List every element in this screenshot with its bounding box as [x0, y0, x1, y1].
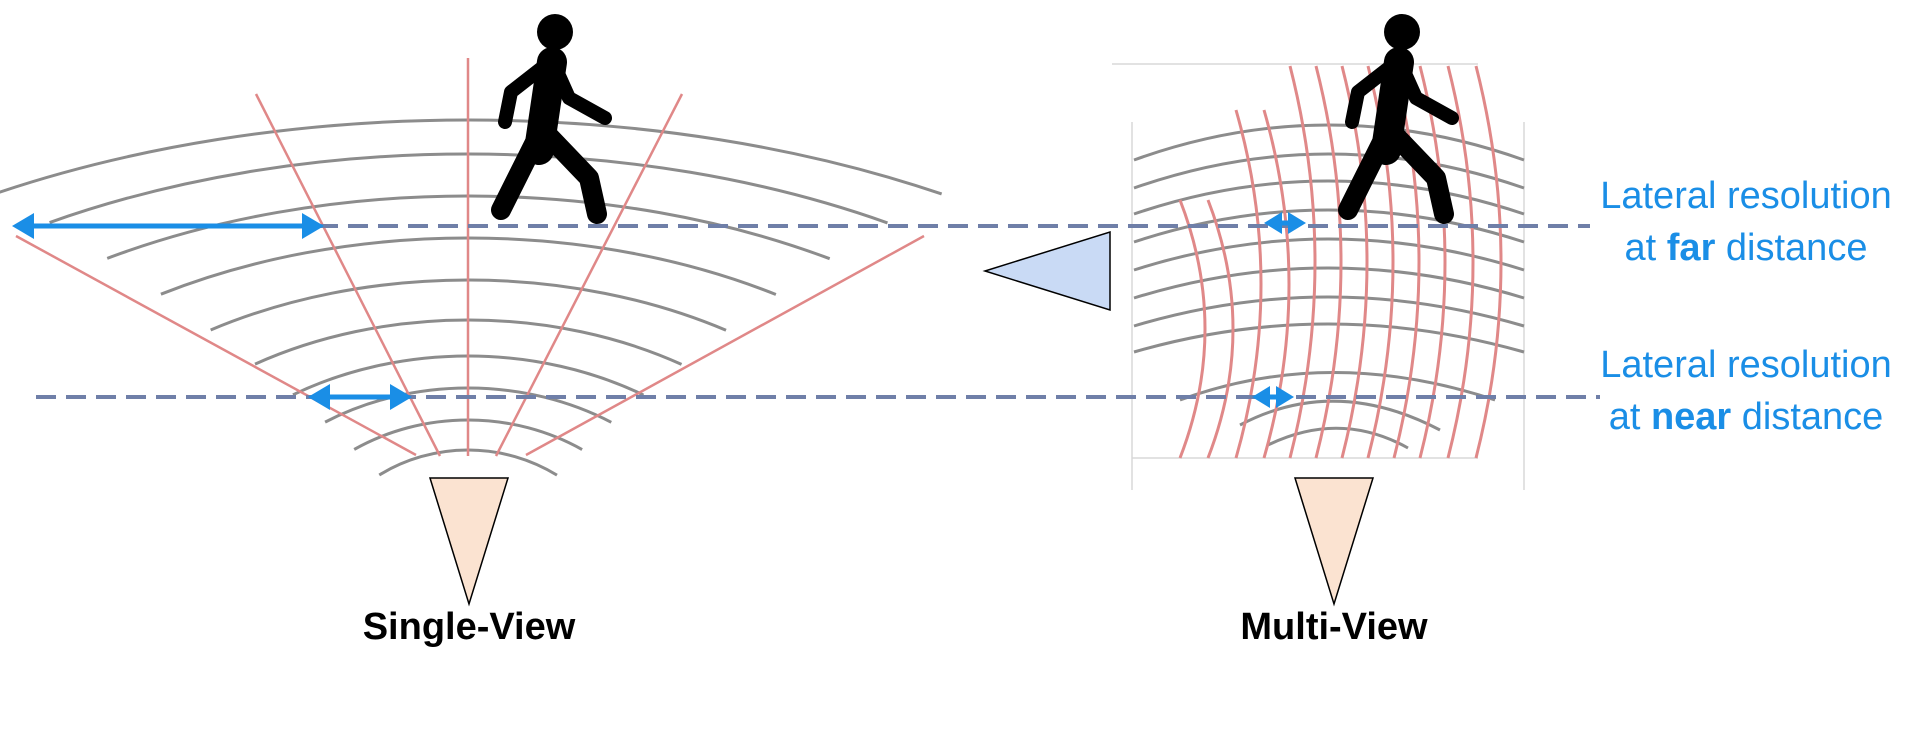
range-arc	[1133, 152, 1525, 190]
range-arc	[1133, 295, 1525, 328]
far-resolution-line1: Lateral resolution	[1600, 175, 1892, 217]
single-view-sensor-icon	[428, 477, 510, 607]
far-resolution-line2: at far distance	[1566, 222, 1916, 274]
range-arc	[1133, 237, 1525, 272]
multi-view-far-arrowhead-left	[1264, 212, 1282, 234]
near-resolution-label: Lateral resolution at near distance	[1566, 339, 1916, 443]
near-resolution-line2: at near distance	[1566, 391, 1916, 443]
range-arc	[1133, 266, 1525, 300]
far-pre: at	[1624, 227, 1667, 269]
second-arc	[1178, 199, 1207, 459]
multi-view-far-arrowhead-right	[1288, 212, 1306, 234]
reference-lines	[36, 224, 1600, 399]
range-arc	[0, 118, 943, 196]
single-view-far-arrowhead-right	[302, 213, 324, 239]
range-arc	[1267, 426, 1409, 450]
multi-view-panel	[982, 63, 1525, 607]
range-arc	[1239, 399, 1441, 432]
far-post: distance	[1715, 227, 1868, 269]
single-view-pedestrian-icon	[491, 14, 612, 224]
beam-line	[15, 234, 417, 457]
single-view-far-arrowhead-left	[12, 213, 34, 239]
second-arc	[1418, 65, 1447, 459]
far-bold: far	[1666, 227, 1716, 269]
single-view-near-arrowhead-right	[390, 384, 412, 410]
second-arc	[1314, 65, 1343, 459]
resolution-arrows	[12, 212, 1306, 410]
second-arc	[1474, 65, 1503, 459]
second-arc	[1206, 199, 1235, 459]
multi-view-near-arrowhead-right	[1276, 386, 1294, 408]
beam-line	[254, 93, 442, 457]
far-resolution-label: Lateral resolution at far distance	[1566, 170, 1916, 274]
second-arc	[1262, 109, 1291, 459]
second-arc	[1234, 109, 1263, 459]
single-view-caption: Single-View	[362, 606, 576, 648]
near-bold: near	[1650, 396, 1732, 438]
single-view-panel	[0, 58, 943, 607]
multi-view-side-sensor-icon	[982, 230, 1111, 312]
near-resolution-line1: Lateral resolution	[1600, 344, 1892, 386]
multi-view-caption: Multi-View	[1240, 606, 1428, 648]
near-post: distance	[1731, 396, 1884, 438]
beam-line	[525, 234, 925, 457]
second-arc	[1288, 65, 1317, 459]
multi-view-pedestrian-icon	[1338, 14, 1459, 224]
multi-view-near-arrowhead-left	[1252, 386, 1270, 408]
near-pre: at	[1608, 396, 1651, 438]
single-view-near-arrowhead-left	[308, 384, 330, 410]
single-view-range-arcs	[0, 118, 943, 477]
multi-view-bottom-sensor-icon	[1293, 477, 1375, 607]
range-arc	[1133, 322, 1525, 354]
second-arc	[1446, 65, 1475, 459]
